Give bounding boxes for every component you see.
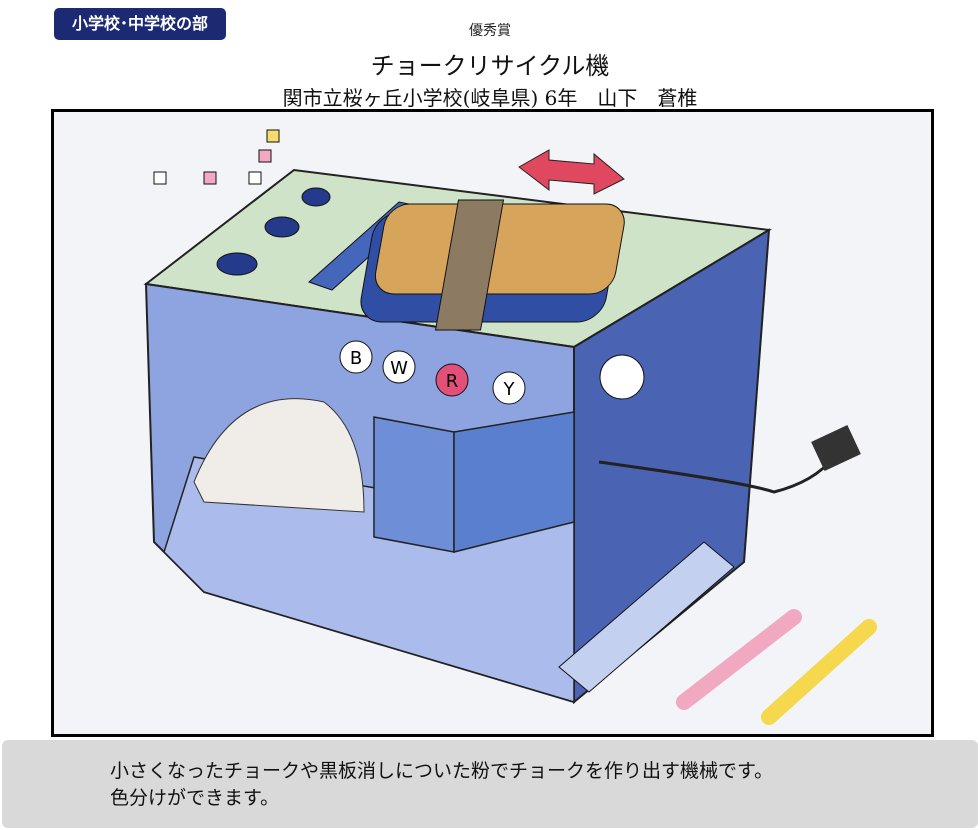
caption-line-2: 色分けができます。 xyxy=(110,787,280,809)
category-badge: 小学校･中学校の部 xyxy=(54,8,226,40)
label-y: Y xyxy=(503,379,516,400)
author-line: 関市立桜ヶ丘小学校(岐阜県) 6年 山下 蒼椎 xyxy=(282,86,698,110)
caption-line-1: 小さくなったチョークや黒板消しについた粉でチョークを作り出す機械です。 xyxy=(110,760,774,782)
artwork-frame: B W R Y xyxy=(51,109,934,737)
label-r: R xyxy=(446,371,459,392)
label-w: W xyxy=(390,358,408,379)
caption-box: 小さくなったチョークや黒板消しについた粉でチョークを作り出す機械です。色分けがで… xyxy=(2,740,978,828)
artwork-drawing: B W R Y xyxy=(143,129,877,725)
caption-text: 小さくなったチョークや黒板消しについた粉でチョークを作り出す機械です。色分けがで… xyxy=(110,758,773,812)
artwork-title: チョークリサイクル機 xyxy=(370,52,610,80)
label-b: B xyxy=(350,348,362,369)
award-label: 優秀賞 xyxy=(469,23,511,39)
